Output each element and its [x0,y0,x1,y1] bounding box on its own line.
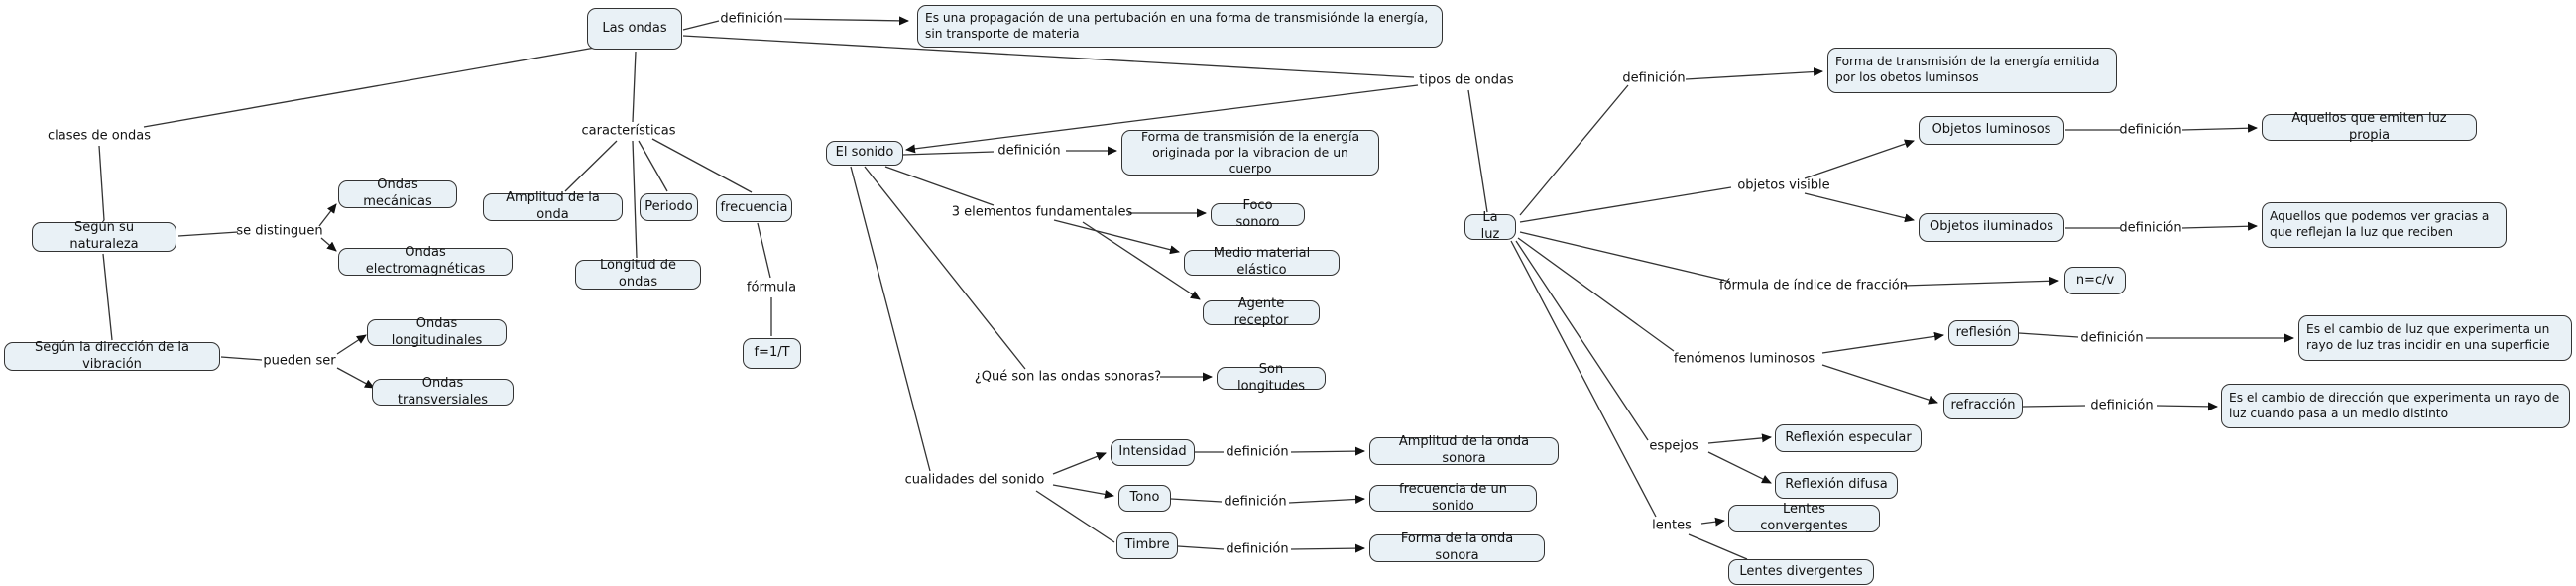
link-label-definicion-objetos-iluminados[interactable]: definición [2119,220,2182,236]
node-amplitud-de-la-onda[interactable]: Amplitud de la onda [483,190,623,222]
node-reflesion[interactable]: reflesión [1948,320,2019,346]
node-definicion-sonido[interactable]: Forma de transmisión de la energía origi… [1121,129,1379,176]
node-amplitud-onda-sonora[interactable]: Amplitud de la onda sonora [1369,434,1559,466]
link-label-definicion-ondas[interactable]: definición [720,11,783,27]
node-el-sonido[interactable]: El sonido [826,141,903,166]
node-medio-material-elastico[interactable]: Medio material elástico [1184,246,1340,278]
node-la-luz[interactable]: La luz [1464,210,1516,242]
node-frecuencia[interactable]: frecuencia [716,194,792,222]
link-label-espejos[interactable]: espejos [1649,438,1698,454]
node-ondas-transversales[interactable]: Ondas transversiales [372,376,514,408]
link-label-fenomenos-luminosos[interactable]: fenómenos luminosos [1673,351,1815,367]
node-lentes-convergentes[interactable]: Lentes convergentes [1728,502,1880,533]
node-lentes-divergentes[interactable]: Lentes divergentes [1728,559,1874,585]
node-definicion-reflesion[interactable]: Es el cambio de luz que experimenta un r… [2298,315,2572,361]
node-definicion-refraccion[interactable]: Es el cambio de dirección que experiment… [2221,384,2570,428]
node-reflexion-especular[interactable]: Reflexión especular [1775,424,1922,452]
node-las-ondas[interactable]: Las ondas [587,8,682,50]
link-label-caracteristicas[interactable]: características [581,123,676,139]
link-label-definicion-timbre[interactable]: definición [1226,541,1289,557]
link-label-definicion-intensidad[interactable]: definición [1226,444,1289,460]
node-ondas-electromagneticas[interactable]: Ondas electromagnéticas [338,245,513,277]
link-label-definicion-tono[interactable]: definición [1224,494,1287,510]
link-label-objetos-visible[interactable]: objetos visible [1737,177,1830,193]
node-tono[interactable]: Tono [1118,485,1171,512]
link-label-formula-indice-fraccion[interactable]: fórmula de índice de fracción [1718,278,1909,293]
node-segun-direccion[interactable]: Según la dirección de la vibración [4,340,220,372]
node-refraccion[interactable]: refracción [1943,393,2023,419]
link-label-definicion-refraccion[interactable]: definición [2090,398,2154,413]
link-label-tipos-de-ondas[interactable]: tipos de ondas [1419,72,1514,88]
node-reflexion-difusa[interactable]: Reflexión difusa [1775,472,1898,499]
link-label-definicion-reflesion[interactable]: definición [2080,330,2144,346]
node-periodo[interactable]: Periodo [640,193,698,221]
node-formula-frecuencia[interactable]: f=1/T [743,338,801,369]
link-label-definicion-objetos-luminosos[interactable]: definición [2119,122,2182,138]
node-formula-indice[interactable]: n=c/v [2064,267,2126,294]
link-label-lentes[interactable]: lentes [1652,518,1692,533]
node-ondas-mecanicas[interactable]: Ondas mecánicas [338,177,457,209]
link-label-cualidades-del-sonido[interactable]: cualidades del sonido [904,472,1045,488]
node-son-longitudes[interactable]: Son longitudes [1217,362,1326,394]
link-label-definicion-sonido[interactable]: definición [997,143,1061,159]
link-label-tres-elementos[interactable]: 3 elementos fundamentales [951,204,1133,220]
node-objetos-iluminados[interactable]: Objetos iluminados [1919,213,2064,242]
node-definicion-ondas[interactable]: Es una propagación de una pertubación en… [917,5,1443,48]
node-forma-de-la-onda-sonora[interactable]: Forma de la onda sonora [1369,531,1545,563]
node-frecuencia-de-un-sonido[interactable]: frecuencia de un sonido [1369,482,1537,514]
node-agente-receptor[interactable]: Agente receptor [1203,296,1320,328]
node-aquellos-reflejan-luz[interactable]: Aquellos que podemos ver gracias a que r… [2262,202,2507,248]
node-ondas-longitudinales[interactable]: Ondas longitudinales [367,316,507,348]
node-aquellos-emiten-luz-propia[interactable]: Aquellos que emiten luz propia [2262,111,2477,143]
node-definicion-luz[interactable]: Forma de transmisión de la energía emiti… [1827,48,2117,93]
node-segun-naturaleza[interactable]: Según su naturaleza [32,220,176,252]
node-objetos-luminosos[interactable]: Objetos luminosos [1919,116,2064,145]
node-intensidad[interactable]: Intensidad [1111,439,1195,466]
node-longitud-de-ondas[interactable]: Longitud de ondas [575,258,701,290]
link-label-formula[interactable]: fórmula [746,280,797,295]
link-label-pueden-ser[interactable]: pueden ser [263,353,336,369]
link-label-se-distinguen[interactable]: se distinguen [236,223,323,239]
node-timbre[interactable]: Timbre [1116,532,1178,559]
node-foco-sonoro[interactable]: Foco sonoro [1211,198,1305,230]
link-label-clases-de-ondas[interactable]: clases de ondas [48,128,151,144]
link-label-que-son-ondas-sonoras[interactable]: ¿Qué son las ondas sonoras? [974,369,1162,385]
link-label-definicion-luz[interactable]: definición [1622,70,1686,86]
